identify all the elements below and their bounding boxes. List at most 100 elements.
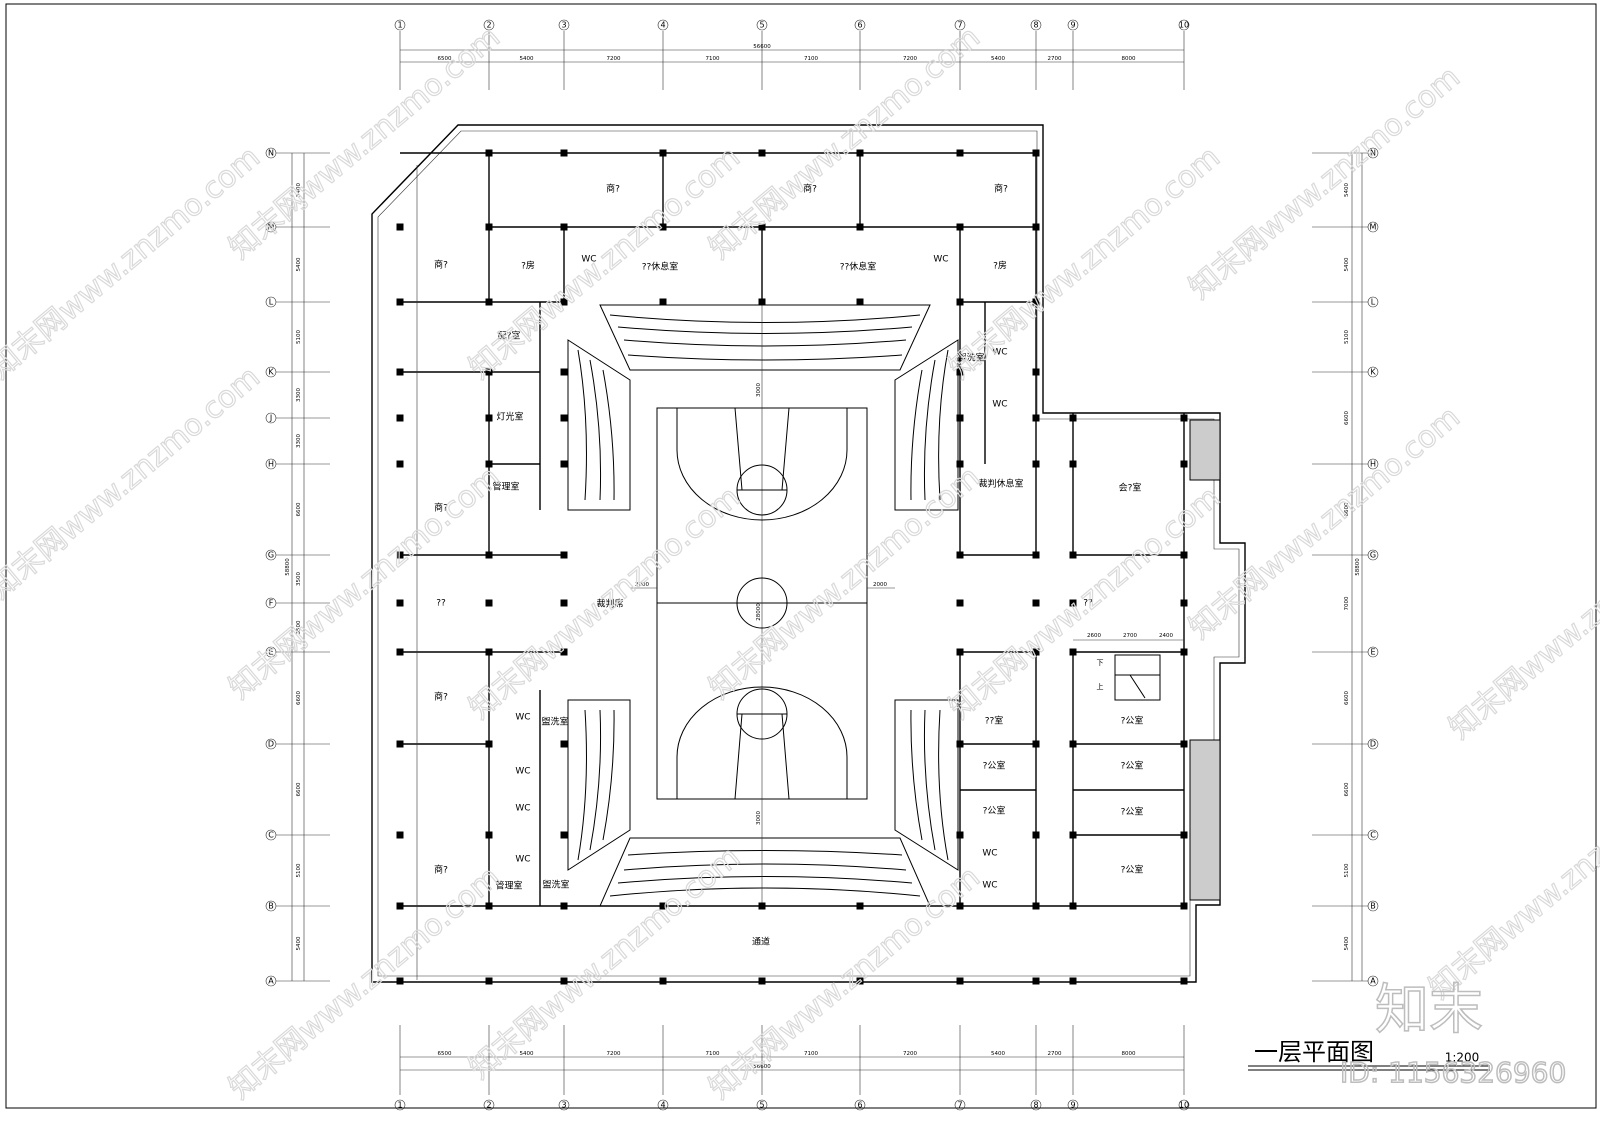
axis-label: M [1370, 223, 1377, 232]
column [1069, 740, 1077, 748]
watermark-text: 知末网www.znzmo.com [223, 860, 507, 1106]
axis-bubble [854, 19, 866, 31]
column [560, 223, 568, 231]
room-label: WC [992, 348, 1007, 358]
dim-value: 5400 [991, 1051, 1005, 1057]
axis-bubble [265, 147, 277, 159]
column [758, 902, 766, 910]
stand-north [599, 304, 931, 371]
column [560, 149, 568, 157]
column [659, 223, 667, 231]
exterior-wall [371, 124, 1246, 983]
axis-bubble [657, 19, 669, 31]
axis-bubble [394, 1099, 406, 1111]
drawing-title: 一层平面图 [1254, 1038, 1374, 1066]
column [1180, 831, 1188, 839]
axis-label: A [268, 977, 274, 986]
watermark-text: 知末网www.znzmo.com [0, 140, 267, 386]
court-dim-length: 28000 [756, 603, 762, 621]
dim-value: 5400 [296, 257, 302, 271]
axis-bubble [756, 1099, 768, 1111]
axis-bubble [1367, 366, 1379, 378]
dim-value: 5400 [1344, 257, 1350, 271]
room-label: 商? [803, 183, 817, 195]
column [1032, 460, 1040, 468]
drawing-frame [5, 3, 1597, 1109]
column [560, 977, 568, 985]
axis-bubble [265, 738, 277, 750]
dim-value: 3300 [296, 434, 302, 448]
axis-label: 6 [857, 1101, 862, 1110]
axis-bubble [1367, 458, 1379, 470]
room-label: 商? [434, 259, 448, 271]
axis-label: E [1370, 648, 1375, 657]
dim-value: 7200 [607, 56, 621, 62]
room-label: 盥洗室 [542, 879, 569, 891]
stand-east-north [894, 339, 959, 511]
basketball-court: 2000 2000 3000 3000 28000 [630, 300, 895, 906]
axis-label: B [268, 902, 274, 911]
dim-value: 5400 [1344, 183, 1350, 197]
column [485, 223, 493, 231]
dim-value: 6600 [1344, 691, 1350, 705]
axis-label: 6 [857, 21, 862, 30]
axis-label: 5 [759, 21, 764, 30]
dim-total: 58800 [285, 558, 291, 576]
axis-bubble [265, 296, 277, 308]
column [396, 368, 404, 376]
dim-value: 7200 [903, 56, 917, 62]
column [396, 902, 404, 910]
axis-label: D [1370, 740, 1376, 749]
axis-label: 7 [957, 21, 962, 30]
column [956, 368, 964, 376]
column [1069, 414, 1077, 422]
dim-value: 5100 [1344, 863, 1350, 877]
dim-value: 3500 [296, 620, 302, 634]
room-label: ?? [436, 599, 446, 609]
dim-value: 5100 [1344, 330, 1350, 344]
column [560, 831, 568, 839]
stair-dim-2: 2700 [1123, 633, 1137, 639]
column [956, 831, 964, 839]
column [396, 977, 404, 985]
room-label: ?公室 [983, 760, 1006, 772]
dim-value: 5400 [520, 56, 534, 62]
column [485, 414, 493, 422]
dim-value: 2700 [1048, 56, 1062, 62]
watermark-logo: 知末 [1375, 978, 1483, 1041]
column [396, 298, 404, 306]
column [1180, 551, 1188, 559]
column [560, 902, 568, 910]
dim-value: 6600 [1344, 411, 1350, 425]
axis-label: C [1370, 831, 1376, 840]
axis-bubble [1367, 646, 1379, 658]
column [1180, 977, 1188, 985]
column [956, 977, 964, 985]
dim-value: 7200 [903, 1051, 917, 1057]
dim-value: 7000 [1344, 596, 1350, 610]
column [560, 460, 568, 468]
dim-total: 56600 [753, 44, 771, 50]
axis-bubble [558, 1099, 570, 1111]
watermark-text: 知末网www.znzmo.com [1183, 60, 1467, 306]
dim-value: 8000 [1122, 56, 1136, 62]
axis-label: 7 [957, 1101, 962, 1110]
axis-label: E [268, 648, 273, 657]
dim-value: 5400 [991, 56, 1005, 62]
column [396, 599, 404, 607]
axis-label: 2 [486, 1101, 491, 1110]
axis-label: 10 [1179, 21, 1189, 30]
dim-value: 5400 [296, 183, 302, 197]
axis-label: 10 [1179, 1101, 1189, 1110]
court-dim-end-bottom: 3000 [756, 811, 762, 825]
axis-bubble [558, 19, 570, 31]
dim-total: 56600 [753, 1064, 771, 1070]
column [956, 599, 964, 607]
watermark-text: 知末网www.znzmo.com [1183, 400, 1467, 646]
stand-west-south [567, 699, 631, 871]
column [956, 740, 964, 748]
axis-label: 4 [660, 1101, 665, 1110]
room-label: 通道 [752, 936, 770, 948]
